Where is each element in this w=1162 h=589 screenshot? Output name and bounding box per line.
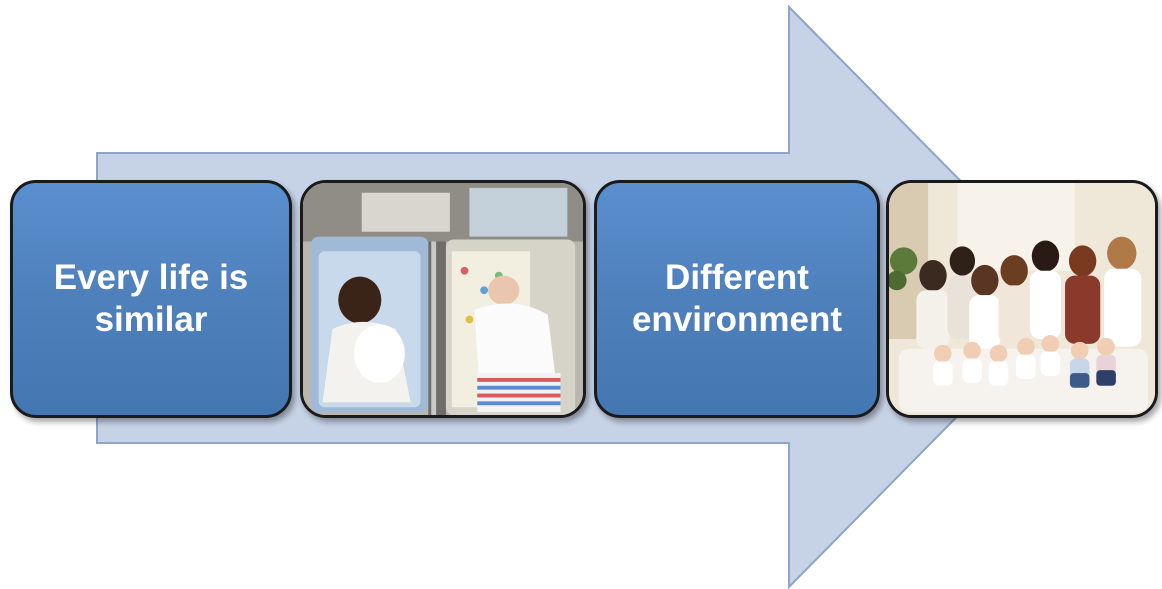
step-box-every-life: Every life is similar <box>10 180 292 418</box>
mothers-with-babies-photo <box>886 180 1158 418</box>
step-box-different-environment: Different environment <box>594 180 880 418</box>
step-label-every-life: Every life is similar <box>53 258 249 339</box>
newborn-babies-photo <box>300 180 586 418</box>
arrow-shape <box>96 4 1077 589</box>
step-label-different-environment: Different environment <box>631 258 843 339</box>
